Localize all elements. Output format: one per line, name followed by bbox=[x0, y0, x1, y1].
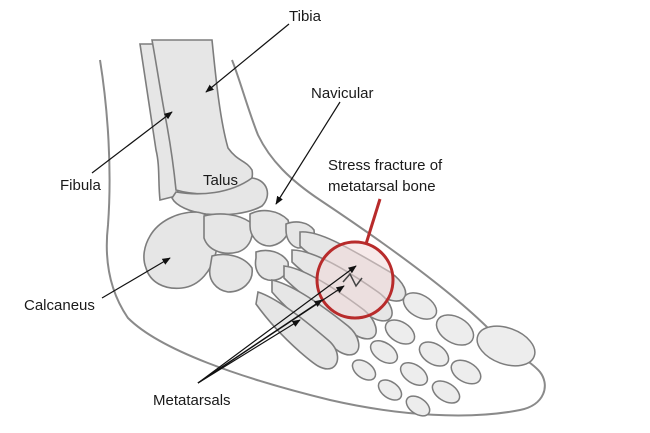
fracture-pointer-line bbox=[364, 198, 382, 245]
label-fibula: Fibula bbox=[60, 177, 102, 194]
navicular-leader bbox=[275, 101, 341, 205]
label-tibia: Tibia bbox=[289, 8, 322, 25]
tibia-leader bbox=[205, 23, 290, 93]
leader-lines bbox=[91, 23, 357, 384]
calcaneus-bone bbox=[143, 211, 219, 290]
metatarsals-leader-1 bbox=[197, 265, 357, 384]
label-fracture-line1: Stress fracture of bbox=[328, 157, 443, 174]
fibula-leader bbox=[91, 111, 173, 174]
metatarsals-leader-3 bbox=[197, 299, 323, 384]
label-metatarsals: Metatarsals bbox=[153, 392, 231, 409]
talus-bone bbox=[171, 177, 269, 216]
label-navicular: Navicular bbox=[311, 85, 374, 102]
label-calcaneus: Calcaneus bbox=[24, 297, 95, 314]
toe-bones bbox=[351, 292, 536, 417]
label-talus: Talus bbox=[203, 172, 238, 189]
metatarsals-leader-4 bbox=[197, 319, 301, 384]
stress-fracture-highlight bbox=[315, 240, 395, 320]
calcaneus-leader bbox=[101, 257, 171, 299]
fracture-mark bbox=[342, 272, 363, 288]
label-fracture-line2: metatarsal bone bbox=[328, 178, 436, 195]
midfoot-bones bbox=[203, 209, 316, 293]
